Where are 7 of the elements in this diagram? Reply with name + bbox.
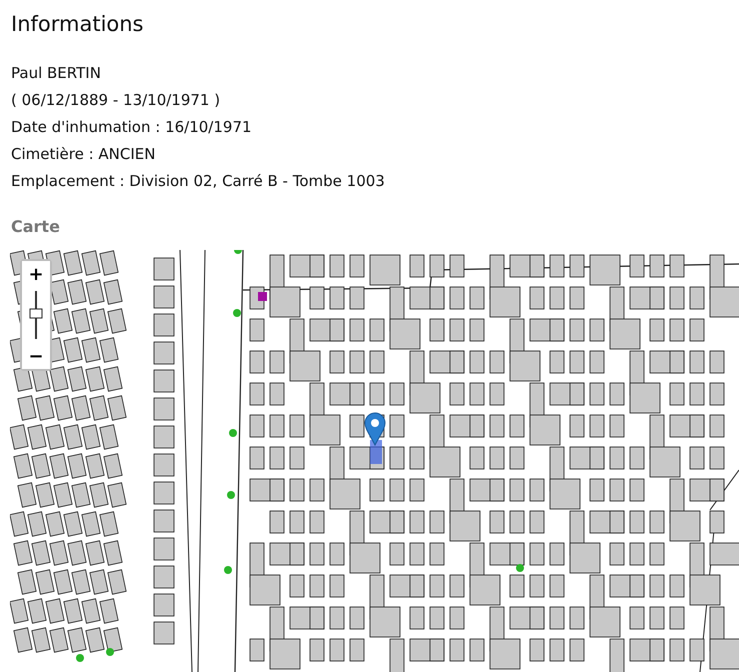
page-heading: Informations: [11, 12, 144, 36]
info-text: Cimetière : ANCIEN: [11, 145, 156, 163]
info-text: Paul BERTIN: [11, 64, 101, 82]
info-text: Date d'inhumation : 16/10/1971: [11, 118, 252, 136]
info-text: ( 06/12/1889 - 13/10/1971 ): [11, 91, 220, 109]
section-heading: Carte: [11, 217, 60, 236]
info-text: Emplacement : Division 02, Carré B - Tombe 1003: [11, 172, 385, 190]
